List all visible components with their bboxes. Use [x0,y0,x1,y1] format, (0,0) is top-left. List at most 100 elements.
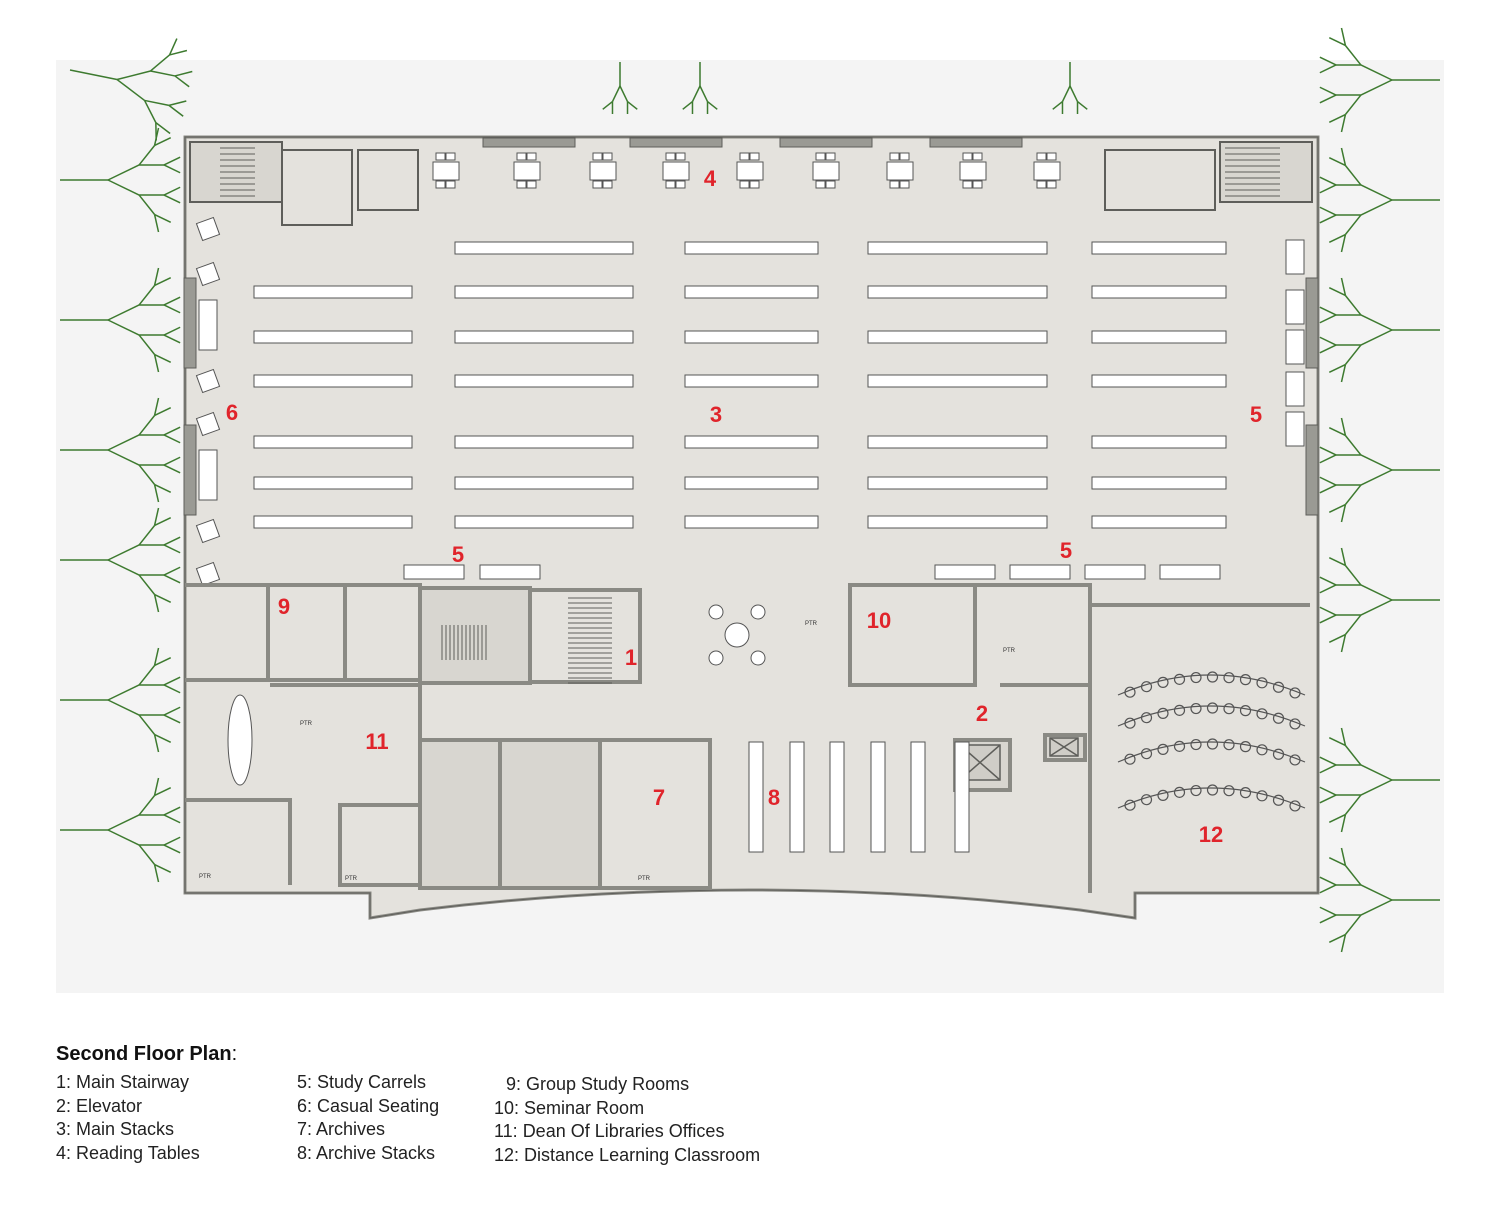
classroom-seat [1256,677,1268,689]
chair [815,152,826,161]
stack-shelf [684,241,819,255]
tree-branch [154,277,172,287]
chair [889,180,900,189]
tree-branch [163,684,181,694]
stair-treads-right [1225,147,1280,197]
stack-shelf [454,476,634,490]
tree-branch [138,574,156,595]
classroom-seat [1272,748,1285,760]
tree-branch [1319,884,1337,894]
lounge-chair [195,216,221,242]
chair [749,152,760,161]
tree-branch [1360,584,1393,601]
tree-branch [1340,934,1347,953]
chair [665,152,676,161]
tree-branch [707,100,718,110]
classroom-seat [1124,686,1136,698]
tree-branch [691,85,701,102]
chair [516,180,527,189]
chair [602,152,613,161]
chair [739,180,750,189]
legend-item: 11: Dean Of Libraries Offices [494,1121,725,1141]
reading-table [589,161,617,181]
chair [899,180,910,189]
tree-branch [1340,847,1347,866]
stair-treads-left [220,147,255,197]
tree-branch [144,99,170,107]
legend-item: 10: Seminar Room [494,1097,645,1118]
tree-branch [1360,79,1393,96]
tree-branch [107,699,140,716]
archive-shelf [748,741,764,853]
stack-shelf [454,241,634,255]
chair [445,180,456,189]
tree-branch [1344,94,1362,115]
study-carrel [1285,329,1305,365]
room-number-4: 4 [704,166,717,191]
chair [526,152,537,161]
tree-branch [1319,606,1337,616]
tree-branch [163,544,181,554]
tree-branch [163,334,181,344]
tree-branch [153,397,160,416]
reading-table [662,161,690,181]
classroom-seat [1223,739,1235,751]
reading-table [736,161,764,181]
stack-shelf [253,435,413,449]
stack-shelf [684,515,819,529]
tree-branch [1328,633,1346,643]
tree-branch [1328,857,1346,867]
stack-shelf [253,476,413,490]
tree-branch [1340,814,1347,833]
stack-shelf [1091,476,1227,490]
legend-column-2: 5: Study Carrels 6: Casual Seating 7: Ar… [297,1071,439,1165]
stack-shelf [454,515,634,529]
legend-item: 6: Casual Seating [297,1095,440,1116]
tree-branch [163,426,181,436]
tree-branch [1360,454,1393,471]
chair [962,152,973,161]
tree-branch [611,85,621,102]
chair [435,180,446,189]
tree-branch [154,517,172,527]
legend-item: 3: Main Stacks [56,1119,175,1139]
tree-branch [1344,914,1362,935]
classroom-seat [1239,741,1252,753]
tree-branch [163,326,181,336]
tree-branch [1061,85,1071,102]
tree-branch [1344,794,1362,815]
tree-branch [1360,184,1393,201]
tree-branch [163,186,181,196]
reading-table [812,161,840,181]
tree-branch [154,657,172,667]
study-carrel [198,449,218,501]
tree-branch [163,434,181,444]
chair [899,152,910,161]
study-carrel [198,299,218,351]
ptr-label: PTR [805,621,818,627]
classroom-seat [1173,786,1186,798]
stair-core-right [1104,141,1313,211]
tree-branch [1344,344,1362,365]
legend-title: Second Floor Plan: [56,1043,237,1066]
tree-branch [1340,114,1347,133]
tree-branch [1328,557,1346,567]
archive-shelf [910,741,926,853]
classroom-seat [1223,785,1235,797]
tree-branch [1340,634,1347,653]
tree-branch [1319,584,1337,594]
tree-branch [1319,794,1337,804]
tree-branch [154,787,172,797]
tree-branch [1360,899,1393,916]
chair [749,180,760,189]
tree-branch [1328,287,1346,297]
tree-branch [153,354,160,373]
classroom-seat [1256,790,1268,802]
ptr-label: PTR [300,721,313,727]
legend-item: 4: Reading Tables [56,1142,200,1163]
classroom-seat [1289,718,1301,730]
classroom-seat [1124,753,1136,765]
chair [1036,152,1047,161]
room-number-6: 6 [226,400,238,425]
legend-item: 9: Group Study Rooms [506,1074,690,1094]
